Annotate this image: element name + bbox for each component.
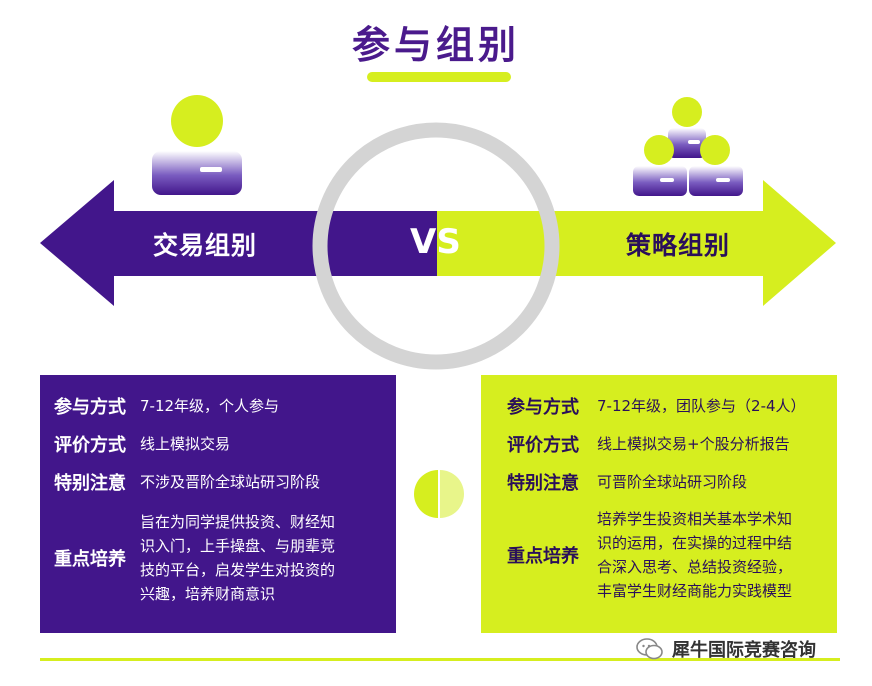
info-row: 评价方式 线上模拟交易 [54,431,230,457]
row-value: 旨在为同学提供投资、财经知 识入门，上手操盘、与朋辈竞 技的平台，启发学生对投资… [140,510,380,606]
value-line: 合深入思考、总结投资经验， [597,558,793,576]
row-value: 7-12年级，团队参与（2-4人） [597,397,806,415]
info-row: 重点培养 旨在为同学提供投资、财经知 识入门，上手操盘、与朋辈竞 技的平台，启发… [54,510,380,606]
value-line: 培养学生投资相关基本学术知 [597,510,793,528]
row-label: 重点培养 [54,549,126,570]
row-value: 可晋阶全球站研习阶段 [597,473,748,491]
row-value: 线上模拟交易 [140,435,231,453]
vs-label: VS [410,222,461,262]
value-line: 旨在为同学提供投资、财经知 [140,513,336,531]
footer-divider [40,658,840,661]
right-arrow [437,180,836,306]
info-row: 特别注意 可晋阶全球站研习阶段 [507,469,747,495]
row-value: 线上模拟交易+个股分析报告 [597,435,790,453]
info-row: 参与方式 7-12年级，团队参与（2-4人） [507,393,806,419]
row-label: 特别注意 [507,473,579,494]
value-line: 兴趣，培养财商意识 [140,585,276,603]
left-arrow [40,180,437,306]
title-underline [367,72,511,82]
page-title: 参与组别 [351,23,520,67]
watermark-text: 犀牛国际竞赛咨询 [672,640,816,661]
info-row: 评价方式 线上模拟交易+个股分析报告 [507,431,790,457]
row-value: 培养学生投资相关基本学术知 识的运用，在实操的过程中结 合深入思考、总结投资经验… [597,507,835,603]
vs-ring [312,122,560,370]
row-label: 参与方式 [54,397,126,418]
watermark: 犀牛国际竞赛咨询 [636,636,816,662]
value-line: 丰富学生财经商能力实践模型 [597,582,793,600]
single-person-icon [152,95,242,195]
value-line: 技的平台，启发学生对投资的 [140,561,336,579]
row-label: 评价方式 [507,435,579,456]
left-group-panel: 参与方式 7-12年级，个人参与 评价方式 线上模拟交易 特别注意 不涉及晋阶全… [40,375,396,633]
row-label: 参与方式 [507,397,579,418]
info-row: 特别注意 不涉及晋阶全球站研习阶段 [54,469,320,495]
value-line: 识的运用，在实操的过程中结 [597,534,793,552]
left-group-name: 交易组别 [153,231,258,260]
value-line: 识入门，上手操盘、与朋辈竞 [140,537,336,555]
info-row: 参与方式 7-12年级，个人参与 [54,393,279,419]
row-value: 7-12年级，个人参与 [140,397,280,415]
half-circle-icon [414,470,464,518]
row-label: 评价方式 [54,435,126,456]
wechat-icon [636,638,664,660]
team-people-icon [633,97,743,196]
row-value: 不涉及晋阶全球站研习阶段 [140,473,321,491]
right-group-panel: 参与方式 7-12年级，团队参与（2-4人） 评价方式 线上模拟交易+个股分析报… [481,375,837,633]
info-row: 重点培养 培养学生投资相关基本学术知 识的运用，在实操的过程中结 合深入思考、总… [507,507,835,603]
row-label: 重点培养 [507,546,579,567]
row-label: 特别注意 [54,473,126,494]
right-group-name: 策略组别 [626,231,731,260]
